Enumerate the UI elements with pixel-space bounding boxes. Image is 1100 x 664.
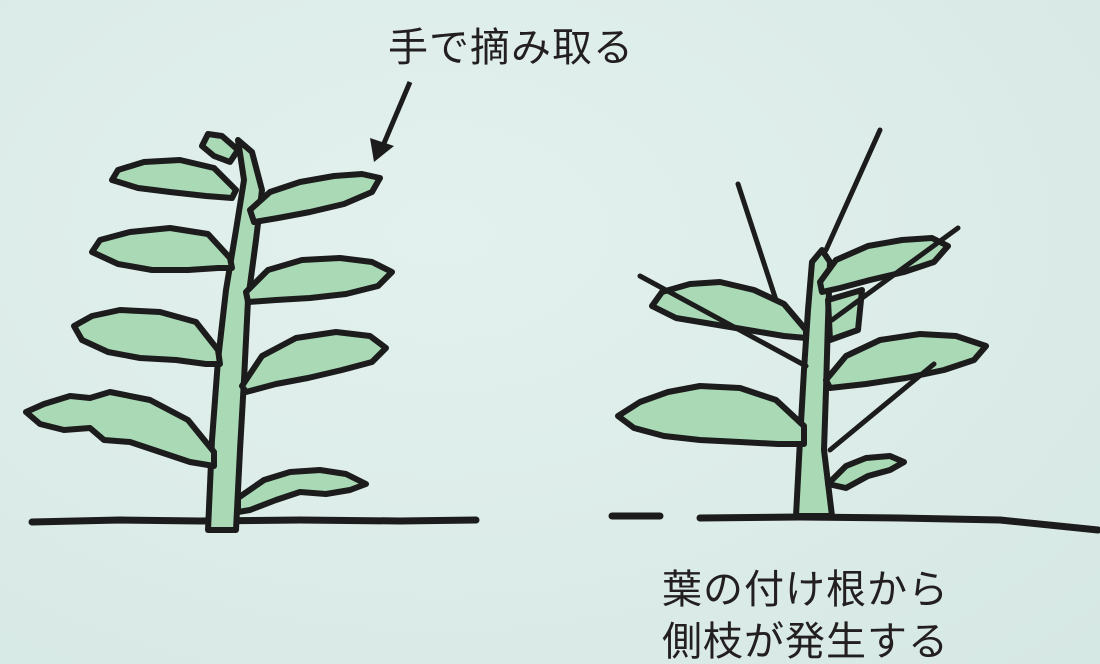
leaf-right-mid-right <box>823 331 989 391</box>
plant-left-icon <box>23 131 480 533</box>
leaf-right-bottom-right <box>825 453 907 491</box>
leaf-left-bottom-left <box>23 389 217 469</box>
leaf-left-bottom-right <box>235 467 369 515</box>
leaf-left-upper-left <box>89 225 235 273</box>
leaf-left-mid-left <box>71 307 223 367</box>
side-shoot-3 <box>637 273 809 369</box>
pick-off-label: 手で摘み取る <box>388 25 634 71</box>
side-shoot-2 <box>735 181 779 303</box>
side-shoot-caption-line2: 側枝が発生する <box>662 619 949 664</box>
ground-line-right <box>608 512 1100 534</box>
leaf-left-crown <box>199 131 241 165</box>
main-stem-right <box>793 247 835 519</box>
leaf-right-inner <box>825 287 865 343</box>
main-stem-left <box>205 137 265 533</box>
leaf-left-upper-right <box>243 255 395 305</box>
side-shoot-caption-line1: 葉の付け根から <box>662 567 949 613</box>
side-shoot-1 <box>823 127 883 253</box>
side-shoot-caption: 葉の付け根から 側枝が発生する <box>662 564 949 664</box>
leaf-left-top-right <box>247 171 383 225</box>
leaf-left-mid-right <box>239 329 389 395</box>
plant-right-icon <box>608 235 1100 534</box>
leaf-right-mid-left <box>649 279 809 341</box>
leaf-left-top-left <box>109 157 239 201</box>
ground-line-left <box>28 516 480 526</box>
leaf-right-bottom-left <box>615 383 807 447</box>
side-shoot-4 <box>829 225 961 323</box>
arrow-icon <box>370 81 413 162</box>
side-shoots <box>637 127 961 453</box>
side-shoot-5 <box>827 361 937 453</box>
leaf-right-upper-right <box>817 235 951 295</box>
